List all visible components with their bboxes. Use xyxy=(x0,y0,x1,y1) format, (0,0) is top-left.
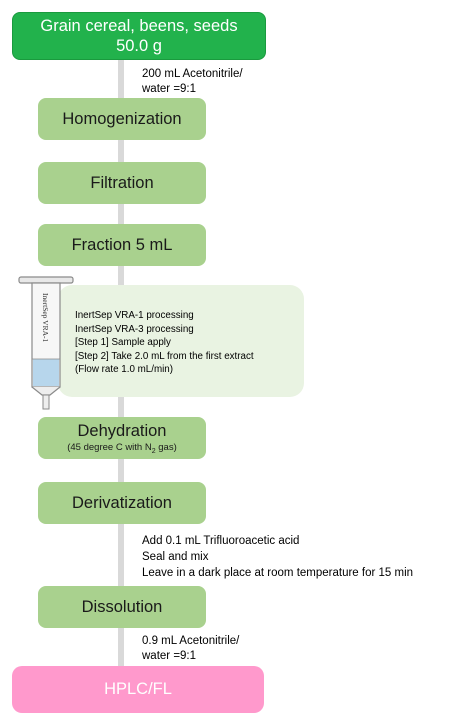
condition-text-end: gas) xyxy=(155,441,177,453)
reagent-note-line: Add 0.1 mL Trifluoroacetic acid xyxy=(142,535,300,547)
start-sample-line-1: Grain cereal, beens, seeds xyxy=(40,17,238,35)
spe-processing-panel: InertSep VRA-1 processing InertSep VRA-3… xyxy=(58,285,304,397)
step-fraction: Fraction 5 mL xyxy=(38,224,206,266)
panel-line: [Step 2] Take 2.0 mL from the first extr… xyxy=(75,350,254,362)
step-dehydration-condition: (45 degree C with N2 gas) xyxy=(67,442,177,455)
cartridge-tip xyxy=(42,394,50,410)
step-filtration: Filtration xyxy=(38,162,206,204)
cartridge-flange xyxy=(18,276,74,284)
end-analysis-box: HPLC/FL xyxy=(12,666,264,713)
panel-line: InertSep VRA-3 processing xyxy=(75,323,194,335)
solvent-note: 200 mL Acetonitrile/ water =9:1 xyxy=(142,67,243,97)
condition-text: (45 degree C with N xyxy=(67,441,152,453)
step-dehydration: Dehydration (45 degree C with N2 gas) xyxy=(38,417,206,459)
step-dehydration-label: Dehydration xyxy=(77,421,167,440)
dissolution-note: 0.9 mL Acetonitrile/ water =9:1 xyxy=(142,634,239,664)
panel-line: [Step 1] Sample apply xyxy=(75,337,171,348)
panel-line: InertSep VRA-1 processing xyxy=(75,310,194,321)
panel-line: (Flow rate 1.0 mL/min) xyxy=(75,364,173,375)
reagent-note-line: Seal and mix xyxy=(142,551,209,563)
step-derivatization-label: Derivatization xyxy=(72,493,172,512)
cartridge-taper xyxy=(31,386,61,396)
cartridge-label: InertSep VRA-1 xyxy=(41,293,50,342)
step-fraction-label: Fraction 5 mL xyxy=(71,235,173,254)
step-derivatization: Derivatization xyxy=(38,482,206,524)
step-dissolution-label: Dissolution xyxy=(81,597,163,616)
spe-cartridge-icon: InertSep VRA-1 xyxy=(18,276,74,410)
start-sample-box: Grain cereal, beens, seeds 50.0 g xyxy=(12,12,266,60)
step-homogenization: Homogenization xyxy=(38,98,206,140)
dissolution-note-line-1: 0.9 mL Acetonitrile/ xyxy=(142,635,240,647)
reagent-note: Add 0.1 mL Trifluoroacetic acid Seal and… xyxy=(142,533,413,581)
dissolution-note-line-2: water =9:1 xyxy=(142,650,197,662)
end-analysis-label: HPLC/FL xyxy=(104,680,172,698)
start-sample-line-2: 50.0 g xyxy=(116,37,162,55)
step-homogenization-label: Homogenization xyxy=(62,109,182,128)
cartridge-sorbent xyxy=(33,359,59,386)
condition-subscript: 2 xyxy=(151,447,156,455)
solvent-note-line-2: water =9:1 xyxy=(142,83,197,95)
solvent-note-line-1: 200 mL Acetonitrile/ xyxy=(142,68,243,80)
step-dissolution: Dissolution xyxy=(38,586,206,628)
step-filtration-label: Filtration xyxy=(90,173,154,192)
reagent-note-line: Leave in a dark place at room temperatur… xyxy=(142,567,414,579)
